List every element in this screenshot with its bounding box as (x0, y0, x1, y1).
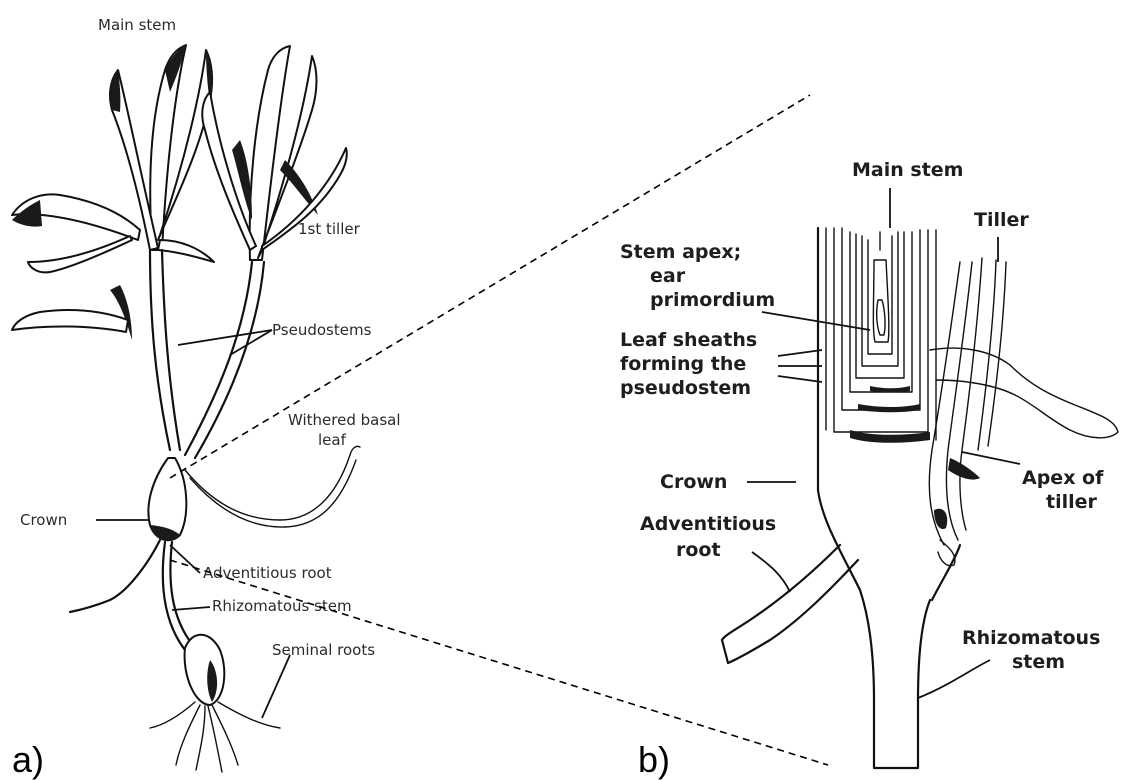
label-main-stem-b: Main stem (852, 159, 963, 181)
crown-illustration (148, 458, 186, 540)
adventitious-root-illustration (722, 545, 858, 663)
label-crown-a: Crown (20, 511, 67, 529)
label-leaf-sheaths-line3: pseudostem (620, 377, 751, 399)
label-withered-basal-leaf-line2: leaf (318, 431, 347, 449)
withered-basal-leaf-illustration (185, 446, 360, 527)
panel-b-letter: b) (638, 739, 670, 780)
label-stem-apex-line3: primordium (650, 289, 775, 311)
label-adventitious-root-line1: Adventitious (640, 513, 776, 535)
label-withered-basal-leaf-line1: Withered basal (288, 411, 401, 429)
tiller-illustration (929, 258, 1006, 566)
label-rhizomatous-stem-a: Rhizomatous stem (212, 597, 352, 615)
label-stem-apex-line2: ear (650, 265, 686, 287)
label-main-stem-a: Main stem (98, 16, 176, 34)
label-adventitious-root-line2: root (676, 539, 721, 561)
label-crown-b: Crown (660, 471, 727, 493)
label-leaf-sheaths-line1: Leaf sheaths (620, 329, 757, 351)
panel-a-whole-plant: Main stem 1st tiller Pseudostems Withere… (12, 16, 401, 780)
leaf-sheaths-illustration (826, 228, 936, 443)
label-pseudostems: Pseudostems (272, 321, 372, 339)
crown-outline-illustration (818, 228, 960, 768)
label-first-tiller: 1st tiller (298, 220, 361, 238)
pseudostems-illustration (150, 250, 264, 458)
label-seminal-roots: Seminal roots (272, 641, 375, 659)
panel-b-crown-detail: Main stem Tiller Stem apex; ear primordi… (620, 159, 1118, 780)
panel-a-letter: a) (12, 739, 44, 780)
label-rhizomatous-stem-line2: stem (1012, 651, 1065, 673)
label-leaf-sheaths-line2: forming the (620, 353, 746, 375)
label-rhizomatous-stem-line1: Rhizomatous (962, 627, 1100, 649)
label-adventitious-root-a: Adventitious root (203, 564, 332, 582)
label-tiller: Tiller (974, 209, 1029, 231)
main-stem-leaves-illustration (12, 45, 214, 340)
label-apex-of-tiller-line1: Apex of (1022, 467, 1104, 489)
label-apex-of-tiller-line2: tiller (1046, 491, 1098, 513)
label-stem-apex-line1: Stem apex; (620, 241, 741, 263)
withered-leaf-wave-illustration (930, 348, 1118, 438)
